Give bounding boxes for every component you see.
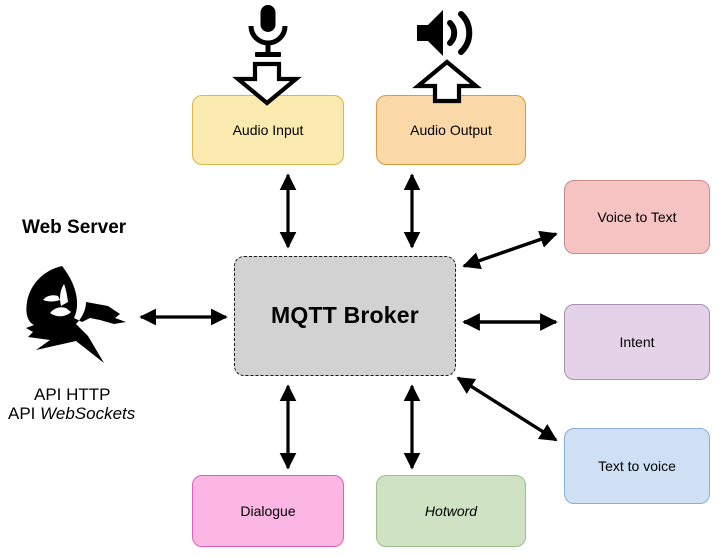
node-voice-to-text-label: Voice to Text [597,208,677,225]
node-dialogue[interactable]: Dialogue [192,475,344,547]
api-websockets-prefix: API [8,404,41,423]
node-dialogue-label: Dialogue [240,502,296,519]
node-mqtt-broker[interactable]: MQTT Broker [234,256,456,376]
node-hotword-label: Hotword [424,502,478,519]
hooded-figure-logo-icon [26,266,126,363]
node-audio-output-label: Audio Output [410,121,492,138]
connector-broker-text-to-voice [456,376,558,442]
connector-broker-voice-to-text [462,230,558,270]
node-text-to-voice[interactable]: Text to voice [564,428,710,504]
node-mqtt-broker-label: MQTT Broker [271,302,419,329]
node-audio-output[interactable]: Audio Output [376,95,526,165]
microphone-icon [248,5,288,57]
node-intent[interactable]: Intent [564,304,710,380]
node-hotword[interactable]: Hotword [376,475,526,547]
node-audio-input-label: Audio Input [232,121,304,138]
api-http-label: API HTTP [34,385,111,404]
speaker-icon [417,10,473,56]
node-voice-to-text[interactable]: Voice to Text [564,180,710,254]
web-server-title: Web Server [22,217,127,238]
node-audio-input[interactable]: Audio Input [192,95,344,165]
node-intent-label: Intent [619,333,655,350]
api-websockets-label: API WebSockets [8,404,135,424]
node-text-to-voice-label: Text to voice [598,457,676,474]
api-websockets-name: WebSockets [40,404,136,423]
